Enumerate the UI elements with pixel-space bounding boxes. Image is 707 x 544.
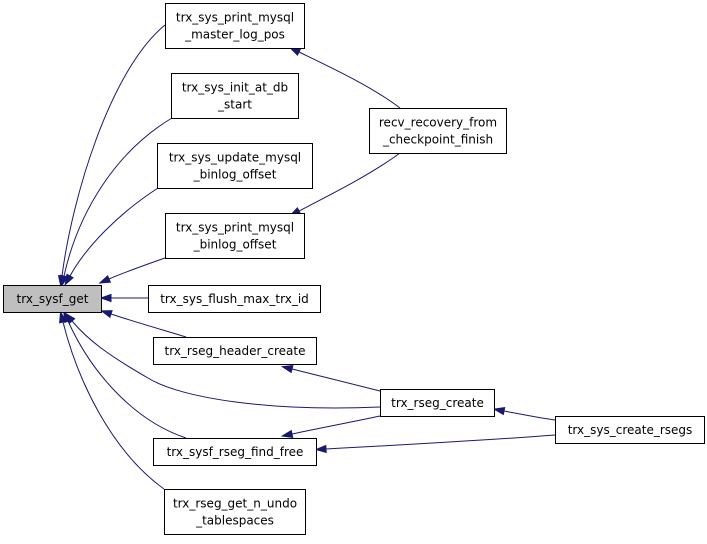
edge-line [291, 415, 381, 435]
edge-rseg_create-to-trx_sysf_get [64, 312, 381, 409]
edge-print_master-to-trx_sysf_get [57, 24, 166, 288]
edge-create_rsegs-to-rseg_create [492, 406, 556, 421]
edge-arrowhead [59, 310, 68, 324]
node-box [148, 285, 321, 313]
node-label: _master_log_pos [184, 28, 285, 42]
node-print-binlog[interactable]: trx_sys_print_mysql _binlog_offset [165, 213, 305, 259]
node-label: trx_sys_create_rsegs [568, 423, 693, 437]
node-box [153, 438, 317, 466]
edge-line [71, 320, 381, 409]
edge-rseg_create-to-rseg_header [280, 365, 381, 392]
edge-arrowhead [100, 310, 113, 319]
edge-rseg_header-to-trx_sysf_get [100, 310, 187, 338]
edge-arrowhead [98, 274, 112, 284]
edge-line [67, 320, 187, 439]
edge-line [63, 117, 173, 277]
edge-line [108, 257, 166, 280]
node-rseg-undo[interactable]: trx_rseg_get_n_undo _tablespaces [164, 489, 306, 535]
edge-arrowhead [64, 273, 74, 287]
node-label: trx_rseg_header_create [165, 344, 306, 358]
edge-line [298, 152, 401, 212]
edge-line [62, 321, 165, 490]
edge-update_binlog-to-trx_sysf_get [64, 187, 159, 287]
node-update-binlog[interactable]: trx_sys_update_mysql _binlog_offset [157, 143, 313, 189]
node-box [157, 143, 313, 189]
node-label: trx_sys_update_mysql [169, 151, 301, 165]
edge-line [110, 313, 187, 338]
edge-arrowhead [280, 365, 294, 374]
node-label: _tablespaces [195, 514, 274, 528]
edge-rseg_undo-to-trx_sysf_get [59, 310, 165, 490]
edge-arrowhead [99, 293, 112, 303]
node-label: _checkpoint_finish [382, 133, 493, 147]
node-label: trx_sysf_get [17, 292, 89, 306]
node-create-rsegs[interactable]: trx_sys_create_rsegs [555, 416, 705, 444]
edge-create_rsegs-to-rseg_find_free [314, 434, 556, 454]
node-box [380, 389, 495, 417]
node-box [3, 285, 102, 313]
node-box [165, 213, 305, 259]
node-label: trx_sys_flush_max_trx_id [160, 292, 309, 306]
node-label: trx_sys_init_at_db [182, 81, 288, 95]
edges-layer [57, 24, 556, 490]
edge-init_db-to-trx_sysf_get [60, 117, 173, 288]
nodes-layer: trx_sysf_get trx_sys_print_mysql _master_l… [3, 3, 705, 535]
node-init-db[interactable]: trx_sys_init_at_db _start [171, 73, 299, 119]
node-box [555, 416, 705, 444]
node-box [171, 73, 299, 119]
edge-recv_recovery-to-print_master [288, 46, 401, 109]
edge-flush_max-to-trx_sysf_get [99, 293, 148, 303]
node-recv-recovery[interactable]: recv_recovery_from _checkpoint_finish [369, 108, 507, 154]
node-label: trx_sysf_rseg_find_free [167, 445, 304, 459]
edge-arrowhead [314, 444, 327, 454]
node-label: _binlog_offset [193, 238, 277, 252]
node-label: trx_sys_print_mysql [176, 11, 294, 25]
edge-line [325, 434, 556, 450]
edge-arrowhead [64, 312, 76, 325]
edge-line [298, 51, 401, 109]
edge-line [291, 368, 381, 392]
node-print-master[interactable]: trx_sys_print_mysql _master_log_pos [165, 3, 305, 49]
node-trx-sysf-get[interactable]: trx_sysf_get [3, 285, 102, 313]
edge-print_binlog-to-trx_sysf_get [98, 257, 166, 284]
node-label: _binlog_offset [193, 168, 277, 182]
node-rseg-find-free[interactable]: trx_sysf_rseg_find_free [153, 438, 317, 466]
edge-line [69, 187, 159, 277]
node-rseg-create[interactable]: trx_rseg_create [380, 389, 495, 417]
edge-line [503, 410, 556, 421]
edge-rseg_create-to-rseg_find_free [280, 415, 381, 439]
edge-rseg_find_free-to-trx_sysf_get [63, 310, 187, 439]
node-label: _start [217, 98, 252, 112]
edge-arrowhead [280, 429, 294, 439]
edge-arrowhead [60, 274, 69, 288]
edge-line [61, 24, 166, 277]
node-flush-max[interactable]: trx_sys_flush_max_trx_id [148, 285, 321, 313]
edge-arrowhead [492, 406, 506, 416]
node-rseg-header[interactable]: trx_rseg_header_create [153, 337, 317, 365]
node-label: trx_rseg_create [391, 396, 484, 410]
node-box [369, 108, 507, 154]
node-box [164, 489, 306, 535]
node-box [153, 337, 317, 365]
node-label: trx_sys_print_mysql [176, 221, 294, 235]
node-label: recv_recovery_from [379, 116, 497, 130]
node-label: trx_rseg_get_n_undo [173, 497, 297, 511]
node-box [165, 3, 305, 49]
